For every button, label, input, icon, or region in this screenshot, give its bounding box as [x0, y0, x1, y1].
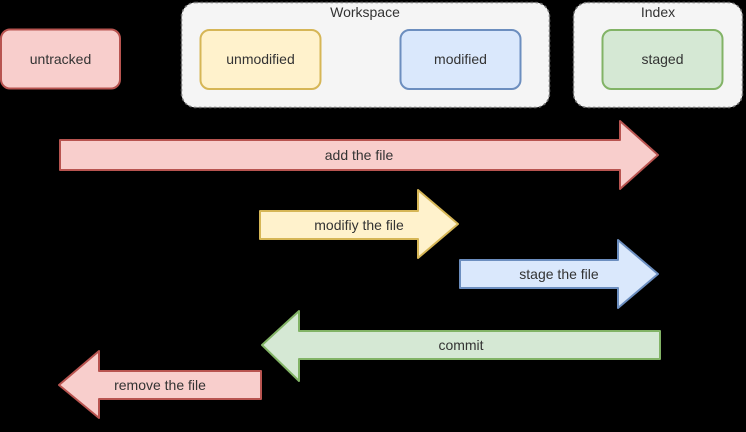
state-unmodified-box: [199, 29, 322, 90]
state-staged-label: staged: [641, 51, 683, 67]
arrow-commit: commit: [261, 310, 661, 382]
arrow-stage-the-file-label: stage the file: [519, 266, 599, 282]
arrow-modify-the-file: modifiy the file: [259, 189, 459, 259]
arrow-add-the-file-label: add the file: [325, 147, 394, 163]
index-container-title: Index: [641, 4, 675, 20]
arrow-add-the-file: add the file: [59, 120, 659, 190]
arrow-stage-the-file-shape: [459, 239, 659, 309]
arrow-stage-the-file: stage the file: [459, 239, 659, 309]
workspace-container-title: Workspace: [330, 4, 400, 20]
arrow-add-the-file-shape: [59, 120, 659, 190]
arrow-remove-the-file: remove the file: [58, 350, 262, 419]
state-unmodified-label: unmodified: [226, 51, 295, 67]
arrow-commit-shape: [261, 310, 661, 382]
arrow-modify-the-file-shape: [259, 189, 459, 259]
state-modified-box: [399, 29, 522, 90]
state-untracked-label: untracked: [30, 51, 91, 67]
state-staged-box: [601, 29, 724, 90]
state-untracked-box: [0, 28, 121, 90]
arrow-remove-the-file-shape: [58, 350, 262, 419]
arrow-remove-the-file-label: remove the file: [114, 377, 206, 393]
arrow-commit-label: commit: [438, 337, 483, 353]
state-modified: modified: [399, 29, 522, 90]
state-modified-label: modified: [434, 51, 487, 67]
arrow-modify-the-file-label: modifiy the file: [314, 217, 404, 233]
state-untracked: untracked: [0, 28, 121, 90]
state-unmodified: unmodified: [199, 29, 322, 90]
state-staged: staged: [601, 29, 724, 90]
